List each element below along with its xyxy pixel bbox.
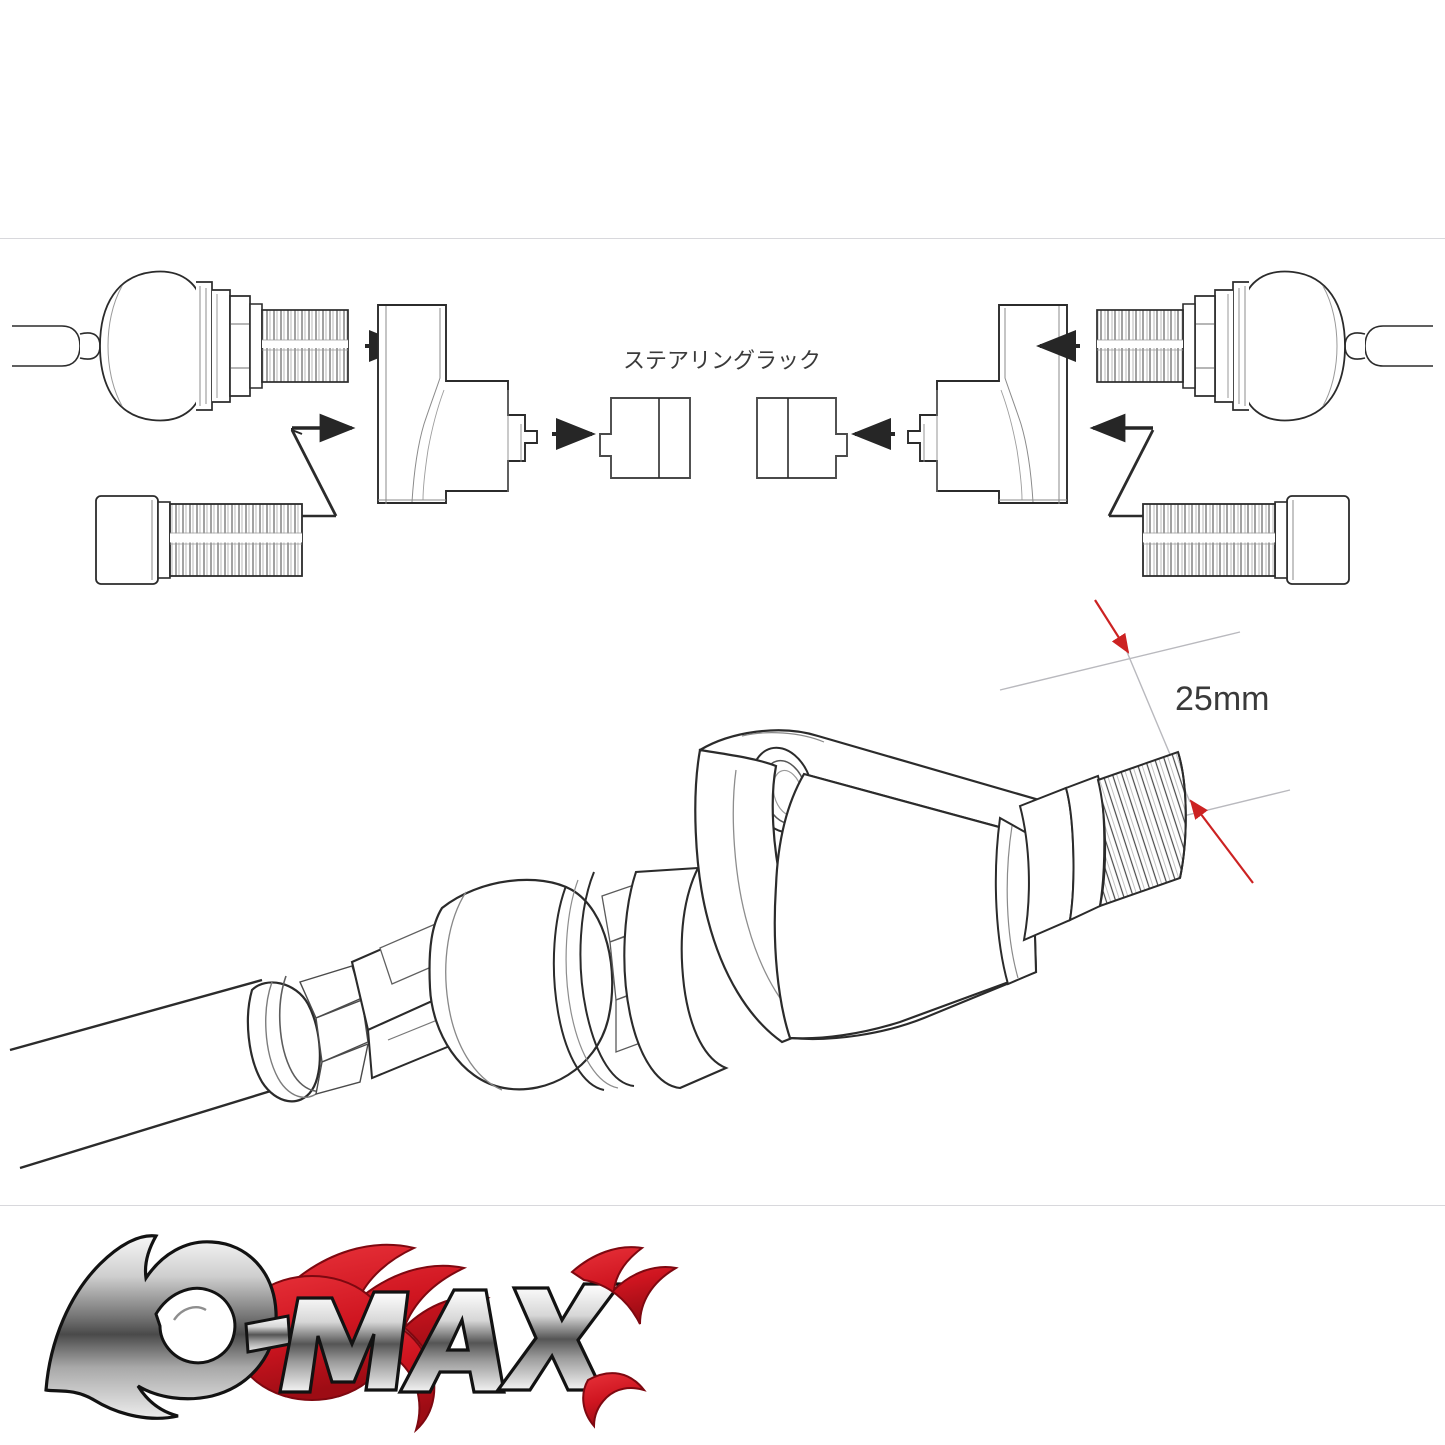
exploded-assembly-panel: ステアリングラック [0,238,1445,638]
divider-bottom [0,1205,1445,1206]
detail-assembly-panel: 25mm [0,590,1445,1205]
arrow-left-bolt-to-bracket [290,413,356,518]
brand-logo-panel [0,1206,1445,1445]
arrow-right-bolt-to-bracket [1089,413,1155,518]
dimension-label-25mm: 25mm [1175,680,1269,718]
part-tie-rod-end-right [1096,270,1433,422]
divider-top [0,238,1445,239]
part-threaded-stud [1018,750,1187,942]
dmax-logo [44,1234,679,1434]
steering-rack-caption: ステアリングラック [623,348,821,373]
part-ball-joint-housing [350,866,729,1091]
part-lock-nut [246,965,369,1103]
part-tie-rod-shaft [9,978,301,1170]
logo-flame-accent [570,1246,679,1429]
part-tie-rod-end-left [12,270,349,422]
part-cap-bolt-right [1142,495,1350,585]
logo-letter-d [44,1234,278,1420]
part-steering-rack-left [599,397,691,479]
part-spacer-bracket-right [907,304,1068,504]
part-steering-rack-right [756,397,848,479]
logo-wordmark-max [244,1282,624,1394]
part-spacer-bracket-3d [694,729,1048,1044]
part-cap-bolt-left [95,495,303,585]
part-spacer-bracket-left [377,304,538,504]
